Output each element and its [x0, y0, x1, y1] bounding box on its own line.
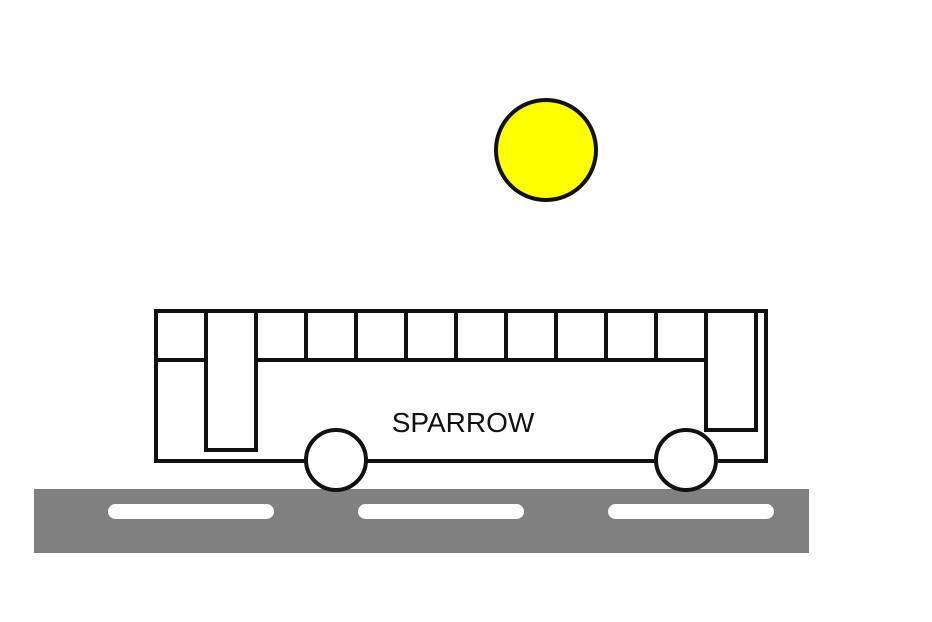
lane-marking [108, 504, 274, 519]
bus-wheel-front [304, 428, 368, 492]
bus-wheel-rear [654, 428, 718, 492]
bus-door-rear [704, 309, 758, 432]
sun [494, 98, 598, 202]
road [34, 489, 809, 553]
lane-marking [608, 504, 774, 519]
lane-marking [358, 504, 524, 519]
bus [154, 309, 768, 492]
bus-door-front [204, 309, 258, 452]
bus-name-label: SPARROW [392, 407, 535, 438]
